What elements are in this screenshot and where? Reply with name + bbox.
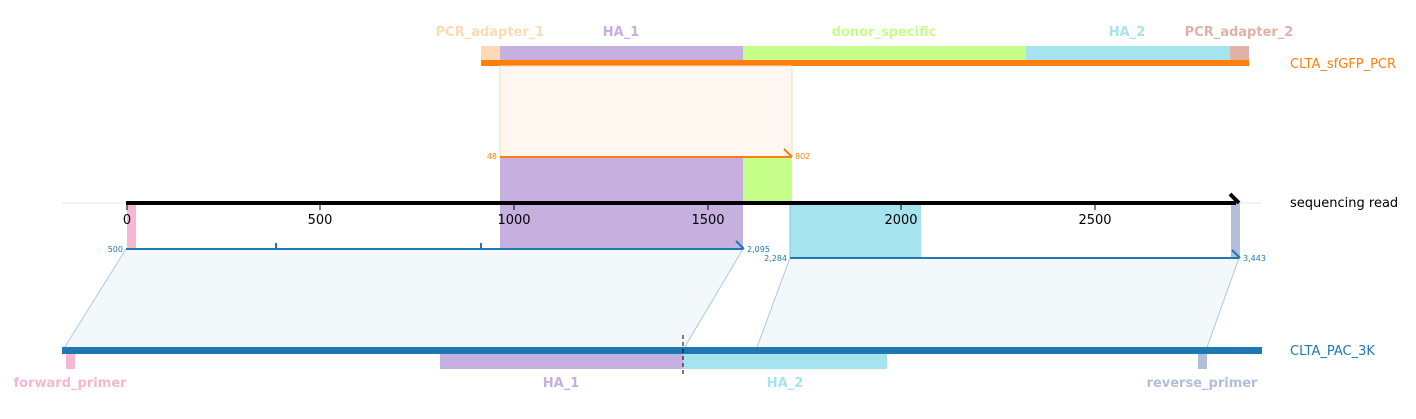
read-feature-ha-1-upper [500,157,743,203]
ref-alignment-2-end-label: 3,443 [1243,254,1266,263]
ref-feature-label-reverse-primer: reverse_primer [1147,376,1259,391]
read-feature-donor-specific-upper [743,157,792,203]
axis-tick-label-2500: 2500 [1078,213,1111,228]
ref-alignment-1-start-label: 500 [108,245,123,254]
ref-feature-label-forward-primer: forward_primer [14,376,128,391]
ref-feature-reverse-primer [1198,350,1207,369]
axis-tick-label-1500: 1500 [691,213,724,228]
pcr-feature-pcr-adapter-2 [1230,46,1249,62]
read-feature-ha-1-lower [500,203,743,249]
read-feature-ha-2-lower [790,203,921,258]
read-track-label: sequencing read [1290,196,1398,211]
pcr-feature-label-ha-2: HA_2 [1109,25,1146,40]
ref-feature-forward-primer [66,350,75,369]
ref-feature-ha-1 [440,350,683,369]
read-feature-reverse-primer [1231,203,1240,258]
ref-alignment-2-arrowhead [1231,249,1241,259]
ref-feature-ha-2 [683,350,887,369]
pcr-feature-pcr-adapter-1 [481,46,500,62]
ref-feature-label-ha-1: HA_1 [543,376,580,391]
read-feature-forward-primer [127,203,136,249]
axis-tick-label-0: 0 [123,213,131,228]
pcr-feature-label-pcr-adapter-1: PCR_adapter_1 [436,25,545,40]
pcr-alignment-arrowhead [783,148,793,158]
pcr-feature-donor-specific [743,46,1026,62]
ref-alignment-1-end-label: 2,095 [747,245,770,254]
ref-alignment-2-start-label: 2,284 [764,254,787,263]
pcr-alignment-band [499,65,793,158]
pcr-feature-ha-1 [500,46,743,62]
pcr-alignment-end-label: 802 [795,152,810,161]
axis-tick-label-1000: 1000 [497,213,530,228]
pcr-track-line [481,60,1249,66]
pcr-feature-label-pcr-adapter-2: PCR_adapter_2 [1185,25,1294,40]
ref-alignment-1-arrowhead [735,240,745,250]
ref-alignment-band-2 [755,257,1240,351]
pcr-feature-ha-2 [1026,46,1230,62]
axis-tick-label-2000: 2000 [884,213,917,228]
ref-track-label: CLTA_PAC_3K [1290,344,1375,359]
ref-alignment-band-1 [62,248,744,351]
ref-feature-label-ha-2: HA_2 [767,376,804,391]
axis-tick-label-500: 500 [308,213,333,228]
pcr-feature-label-donor-specific: donor_specific [832,25,937,40]
pcr-track-label: CLTA_sfGFP_PCR [1290,57,1396,72]
pcr-feature-label-ha-1: HA_1 [603,25,640,40]
read-axis-arrowhead [1228,192,1241,205]
pcr-alignment-start-label: 48 [487,152,497,161]
ref-track-line [62,347,1262,354]
